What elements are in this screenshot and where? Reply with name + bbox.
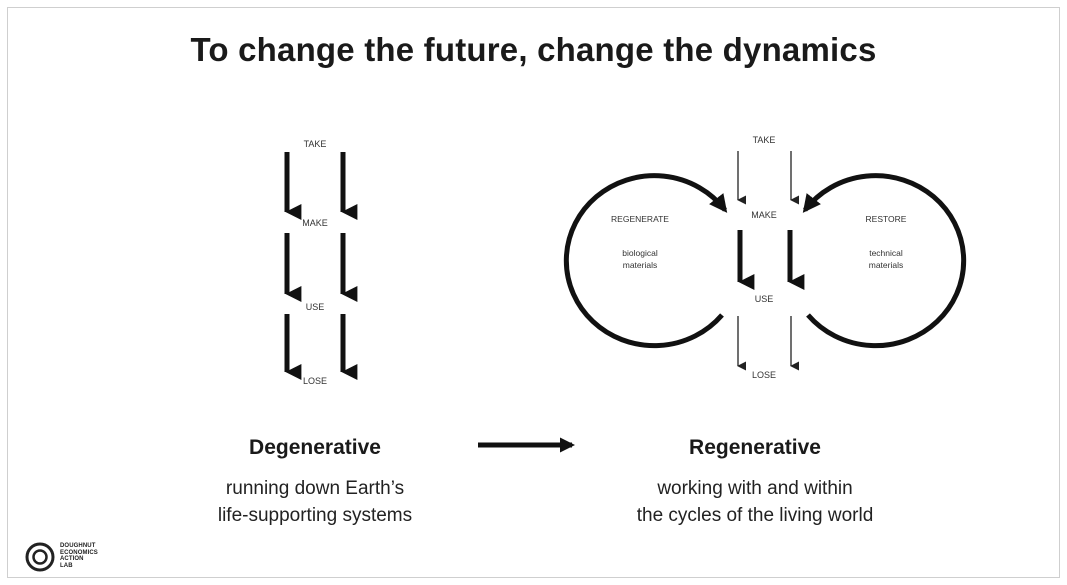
restore-loop-sub-line2: materials bbox=[869, 260, 903, 270]
regenerative-stage-take: TAKE bbox=[753, 135, 776, 145]
regenerative-description-line2: the cycles of the living world bbox=[636, 505, 874, 526]
restore-loop-label: RESTORE bbox=[866, 214, 907, 224]
regenerate-loop-sub-line2: materials bbox=[623, 260, 657, 270]
degenerative-stage-use: USE bbox=[306, 302, 325, 312]
logo-line3: ACTION bbox=[60, 556, 84, 562]
slide-title: To change the future, change the dynamic… bbox=[190, 31, 877, 68]
degenerative-description-line2: life-supporting systems bbox=[217, 505, 413, 526]
regenerate-loop-sub-line1: biological bbox=[622, 248, 658, 258]
degenerative-flow: TAKE MAKE USE LOSE bbox=[284, 139, 358, 386]
regenerative-stage-make: MAKE bbox=[751, 210, 777, 220]
regenerate-loop-label: REGENERATE bbox=[611, 214, 669, 224]
regenerate-loop-arrow bbox=[563, 173, 728, 349]
doughnut-icon bbox=[25, 542, 55, 572]
doughnut-economics-logo: DOUGHNUT ECONOMICS ACTION LAB bbox=[24, 540, 154, 576]
regenerative-description: working with and within the cycles of th… bbox=[580, 475, 930, 529]
logo-line4: LAB bbox=[60, 562, 73, 569]
regenerative-description-line1: working with and within bbox=[657, 478, 853, 499]
slide-frame bbox=[7, 7, 1060, 578]
logo-line1: DOUGHNUT bbox=[60, 543, 96, 549]
logo-wordmark: DOUGHNUT ECONOMICS ACTION LAB bbox=[60, 543, 98, 569]
restore-loop-sub-line1: technical bbox=[869, 248, 903, 258]
degenerative-heading: Degenerative bbox=[249, 436, 381, 459]
regenerative-stage-use: USE bbox=[755, 294, 774, 304]
degenerative-description-line1: running down Earth’s bbox=[225, 478, 405, 499]
regenerative-heading: Regenerative bbox=[689, 436, 821, 459]
degenerative-stage-lose: LOSE bbox=[303, 376, 327, 386]
regenerative-flow: TAKE MAKE USE LOSE REGENERATE biological… bbox=[563, 135, 967, 380]
degenerative-description: running down Earth’s life-supporting sys… bbox=[160, 475, 470, 529]
degenerative-stage-make: MAKE bbox=[302, 218, 328, 228]
restore-loop-arrow bbox=[802, 173, 967, 349]
logo-line2: ECONOMICS bbox=[60, 549, 98, 556]
regenerative-stage-lose: LOSE bbox=[752, 370, 776, 380]
degenerative-stage-take: TAKE bbox=[304, 139, 327, 149]
